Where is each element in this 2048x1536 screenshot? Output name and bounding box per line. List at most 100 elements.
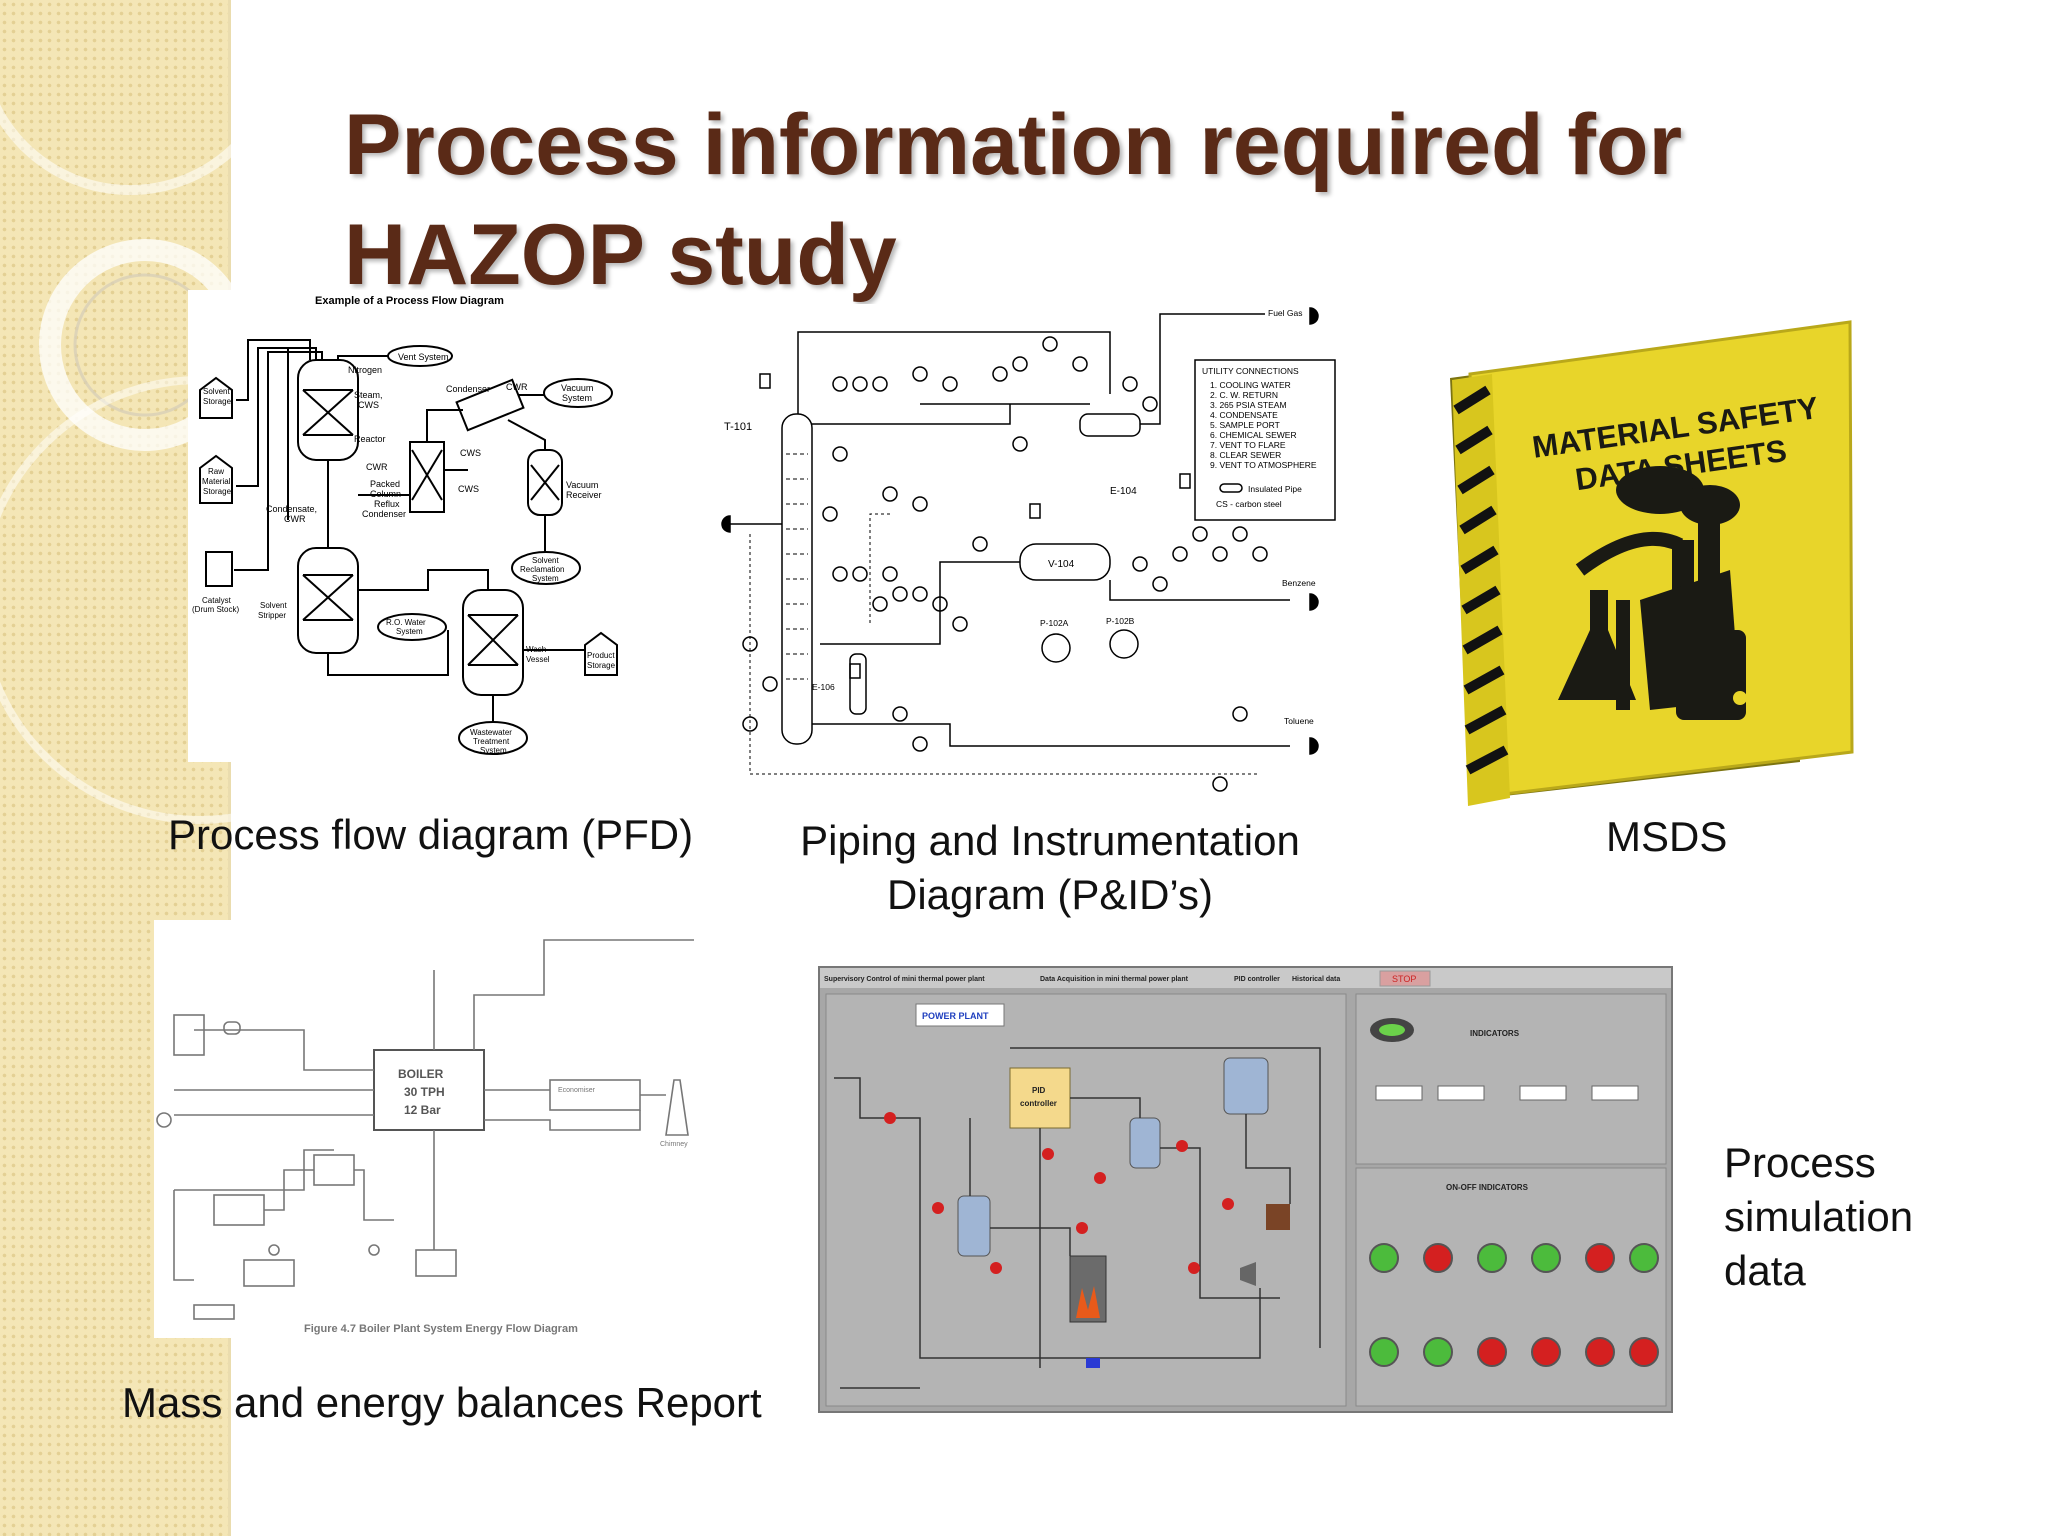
pfd-label: CWR [284, 514, 306, 524]
sim-tab: Supervisory Control of mini thermal powe… [824, 976, 985, 983]
pid-label: V-104 [1048, 559, 1075, 570]
pfd-label: Storage [203, 397, 232, 406]
process-simulation-image: Supervisory Control of mini thermal powe… [818, 966, 1673, 1413]
pfd-label: Receiver [566, 490, 602, 500]
pfd-label: Raw [208, 467, 224, 476]
pfd-label: System [562, 393, 592, 403]
pfd-label: Product [587, 651, 615, 660]
sim-indicator-led [1531, 1243, 1561, 1273]
caption-mass-energy: Mass and energy balances Report [122, 1379, 762, 1426]
boiler-name: BOILER [398, 1067, 444, 1081]
pid-utility-title: UTILITY CONNECTIONS [1202, 366, 1299, 376]
pfd-label: Vessel [526, 655, 550, 664]
pfd-label: CWS [460, 448, 481, 458]
sim-indicator-led [1531, 1337, 1561, 1367]
pfd-label: R.O. Water [386, 618, 426, 627]
pid-label: P-102A [1040, 618, 1069, 628]
pid-utility-item: 1. COOLING WATER [1210, 380, 1291, 390]
sim-indicator-led [1477, 1337, 1507, 1367]
pid-label: E-106 [812, 682, 835, 692]
pfd-label: Wash [526, 645, 546, 654]
pfd-label: Vacuum [561, 383, 593, 393]
caption-pfd: Process flow diagram (PFD) [168, 811, 694, 858]
boiler-bar: 12 Bar [404, 1103, 441, 1117]
caption-simulation-line-2: simulation [1724, 1193, 1914, 1240]
sim-led-group [1369, 1243, 1659, 1367]
pfd-label: (Drum Stock) [192, 605, 239, 614]
pfd-label: System [480, 746, 507, 755]
pfd-label: Material [202, 477, 231, 486]
pid-utility-item: 7. VENT TO FLARE [1210, 440, 1286, 450]
boiler-figure-caption: Figure 4.7 Boiler Plant System Energy Fl… [304, 1323, 578, 1335]
pfd-title: Example of a Process Flow Diagram [315, 295, 504, 307]
pfd-label: Reflux [374, 499, 400, 509]
sim-stop: STOP [1392, 974, 1416, 984]
pid-utility-item: CS - carbon steel [1216, 499, 1282, 509]
pfd-label: Storage [587, 661, 616, 670]
pfd-label: System [396, 627, 423, 636]
pid-utility-item: 6. CHEMICAL SEWER [1210, 430, 1297, 440]
sim-indicator-led [1585, 1243, 1615, 1273]
caption-simulation-line-1: Process [1724, 1139, 1876, 1186]
sim-indicator-led [1423, 1243, 1453, 1273]
pid-utility-item: 5. SAMPLE PORT [1210, 420, 1280, 430]
sim-onoff: ON-OFF INDICATORS [1446, 1183, 1529, 1192]
caption-pid-line-1: Piping and Instrumentation [800, 817, 1300, 864]
pfd-image: Example of a Process Flow Diagram Reacto… [188, 290, 634, 762]
pfd-label: Steam, [354, 390, 383, 400]
msds-image: MATERIAL SAFETY DATA SHEETS [1440, 300, 1880, 820]
pid-utility-item: 3. 265 PSIA STEAM [1210, 400, 1287, 410]
pfd-label: System [532, 574, 559, 583]
slide-title-line-1: Process information required for [344, 97, 1683, 193]
pfd-label: Storage [203, 487, 232, 496]
pfd-label: Vacuum [566, 480, 598, 490]
boiler-chimney: Chimney [660, 1141, 688, 1148]
sim-tab: PID controller [1234, 976, 1280, 983]
pfd-label: Catalyst [202, 596, 232, 605]
sim-indicator-led [1629, 1243, 1659, 1273]
pid-label: T-101 [724, 421, 752, 433]
pfd-label: Treatment [473, 737, 510, 746]
pid-image: T-101 E-104 V-104 UTILITY CONNECTIONS 1.… [720, 304, 1340, 796]
sim-indicator-led [1585, 1337, 1615, 1367]
caption-simulation-line-3: data [1724, 1247, 1806, 1294]
pfd-label: Column [370, 489, 401, 499]
pfd-label: Condensate, [266, 504, 317, 514]
pfd-label: CWR [506, 382, 528, 392]
sim-indicator-led [1629, 1337, 1659, 1367]
pfd-label: Solvent [532, 556, 559, 565]
sim-indicator-led [1477, 1243, 1507, 1273]
sim-pid: PID [1032, 1086, 1046, 1095]
pfd-label: Condenser [446, 384, 490, 394]
sim-indicator-led [1423, 1337, 1453, 1367]
pfd-label: Condenser [362, 509, 406, 519]
boiler-tph: 30 TPH [404, 1085, 445, 1099]
pfd-label: CWS [358, 400, 379, 410]
sim-indicators: INDICATORS [1470, 1029, 1520, 1038]
slide-title-line-2: HAZOP study [344, 207, 897, 303]
pfd-label: Reactor [354, 434, 386, 444]
sim-indicator-led [1369, 1337, 1399, 1367]
pid-utility-item: 9. VENT TO ATMOSPHERE [1210, 460, 1317, 470]
pfd-label: Packed [370, 479, 400, 489]
sim-tab: Data Acquisition in mini thermal power p… [1040, 976, 1189, 983]
pid-label: Benzene [1282, 578, 1316, 588]
boiler-economiser: Economiser [558, 1087, 596, 1094]
pfd-label: Vent System [398, 352, 449, 362]
pid-label: Fuel Gas [1268, 308, 1303, 318]
sim-tab: Historical data [1292, 976, 1340, 983]
pfd-label: Wastewater [470, 728, 512, 737]
pfd-label: CWS [458, 484, 479, 494]
pfd-label: Stripper [258, 611, 286, 620]
pid-label: E-104 [1110, 486, 1137, 497]
pfd-label: Solvent [203, 387, 230, 396]
boiler-energy-flow-image: BOILER 30 TPH 12 Bar Economiser Chimney … [154, 920, 720, 1338]
slide-title: Process information required for HAZOP s… [344, 90, 2004, 310]
pfd-label: Nitrogen [348, 365, 382, 375]
caption-pid-line-2: Diagram (P&ID’s) [887, 871, 1213, 918]
sim-pid: controller [1020, 1099, 1057, 1108]
sim-indicator-led [1369, 1243, 1399, 1273]
pid-label: Toluene [1284, 716, 1314, 726]
pid-utility-item: 8. CLEAR SEWER [1210, 450, 1281, 460]
sidebar-edge [228, 0, 231, 1536]
